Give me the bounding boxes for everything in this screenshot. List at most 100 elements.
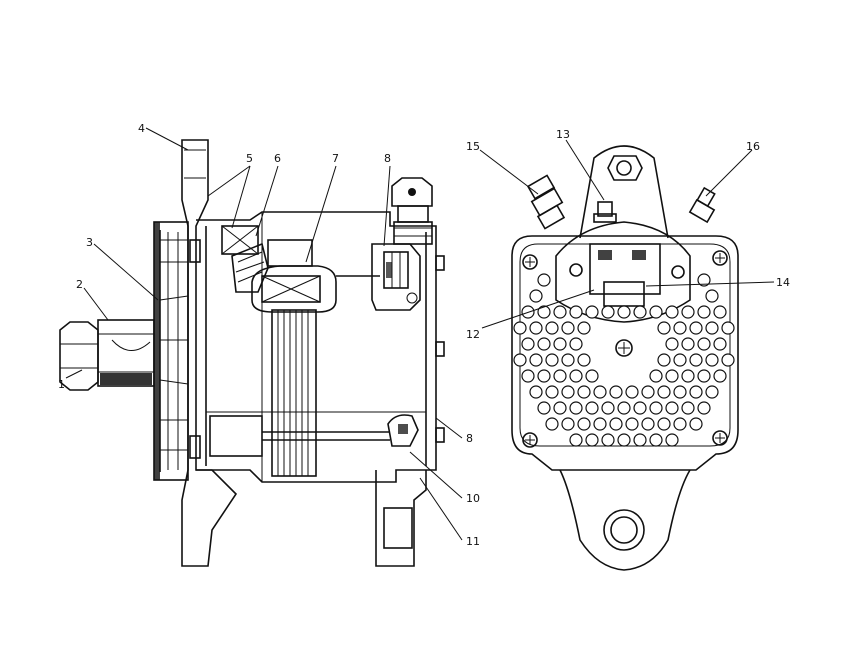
vent-hole (545, 417, 559, 431)
vent-hole (529, 289, 543, 303)
vent-hole (569, 337, 583, 351)
vent-hole (529, 385, 543, 399)
callout-12: 12 (466, 328, 480, 341)
rotor (209, 309, 390, 477)
callout-8-top: 8 (384, 152, 391, 165)
vent-hole (649, 305, 663, 319)
vent-hole (609, 385, 623, 399)
vent-hole (601, 433, 615, 447)
vent-hole (673, 417, 687, 431)
vent-hole (545, 321, 559, 335)
vent-hole (665, 305, 679, 319)
vent-holes (513, 273, 735, 447)
callout-4: 4 (138, 122, 145, 135)
vent-hole (665, 433, 679, 447)
vent-hole (569, 433, 583, 447)
end-housing (511, 235, 739, 471)
vent-hole (513, 353, 527, 367)
vent-hole (649, 369, 663, 383)
vent-hole (641, 385, 655, 399)
vent-hole (537, 337, 551, 351)
vent-hole (585, 401, 599, 415)
vent-hole (577, 321, 591, 335)
vent-hole (537, 369, 551, 383)
vent-hole (681, 401, 695, 415)
vent-hole (553, 337, 567, 351)
rear-terminal-connector (391, 177, 433, 245)
vent-hole (553, 369, 567, 383)
callout-15: 15 (466, 140, 480, 153)
vent-hole (705, 353, 719, 367)
leader-lines (65, 127, 775, 541)
vent-hole (585, 369, 599, 383)
vent-hole (673, 385, 687, 399)
alternator-side-view (59, 139, 445, 567)
callout-8-bottom: 8 (466, 432, 473, 445)
rear-bearing-top (371, 243, 421, 311)
vent-hole (697, 273, 711, 287)
vent-hole (697, 369, 711, 383)
vent-hole (697, 401, 711, 415)
vent-hole (657, 353, 671, 367)
vent-hole (561, 321, 575, 335)
callout-16: 16 (746, 140, 760, 153)
rear-bolts (435, 255, 445, 443)
alternator-end-view (511, 145, 739, 571)
vent-hole (577, 353, 591, 367)
callout-14: 14 (776, 276, 790, 289)
vent-hole (705, 289, 719, 303)
fan (153, 221, 189, 481)
vent-hole (657, 321, 671, 335)
callout-10: 10 (466, 492, 480, 505)
vent-hole (537, 273, 551, 287)
vent-hole (673, 321, 687, 335)
vent-hole (601, 305, 615, 319)
vent-hole (569, 401, 583, 415)
vent-hole (601, 401, 615, 415)
vent-hole (537, 305, 551, 319)
corner-screws (522, 250, 728, 448)
vent-hole (681, 305, 695, 319)
vent-hole (633, 305, 647, 319)
rear-bearing-bottom (387, 414, 419, 447)
slip-ring-assembly (251, 239, 380, 313)
vent-hole (577, 385, 591, 399)
vent-hole (721, 353, 735, 367)
vent-hole (705, 321, 719, 335)
vent-hole (641, 417, 655, 431)
terminal-left (526, 174, 566, 230)
vent-hole (537, 401, 551, 415)
vent-hole (609, 417, 623, 431)
vent-hole (689, 321, 703, 335)
front-mount-bracket (181, 139, 238, 567)
vent-hole (545, 385, 559, 399)
vent-hole (561, 417, 575, 431)
vent-hole (553, 401, 567, 415)
callout-11: 11 (466, 535, 480, 548)
vent-hole (665, 369, 679, 383)
callout-labels: 1 2 3 4 5 6 7 8 8 10 11 12 13 14 15 16 (58, 122, 790, 548)
vent-hole (657, 385, 671, 399)
vent-hole (529, 321, 543, 335)
vent-hole (521, 369, 535, 383)
vent-hole (625, 385, 639, 399)
vent-hole (633, 433, 647, 447)
vent-hole (697, 337, 711, 351)
shaft-nut (59, 319, 155, 391)
vent-hole (617, 305, 631, 319)
vent-hole (625, 417, 639, 431)
vent-hole (705, 385, 719, 399)
callout-5: 5 (246, 152, 253, 165)
vent-hole (689, 385, 703, 399)
vent-hole (569, 305, 583, 319)
terminal-center (593, 201, 617, 223)
vent-hole (689, 353, 703, 367)
vent-hole (561, 353, 575, 367)
rotor-center-screw (615, 339, 633, 357)
vent-hole (697, 305, 711, 319)
vent-hole (617, 401, 631, 415)
callout-6: 6 (274, 152, 281, 165)
vent-hole (713, 337, 727, 351)
vent-hole (713, 369, 727, 383)
